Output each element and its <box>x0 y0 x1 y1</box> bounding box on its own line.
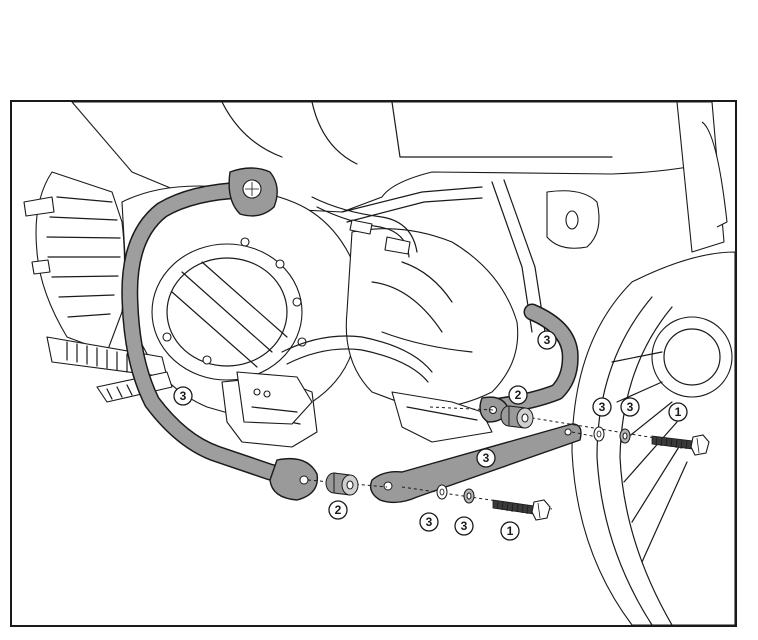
svg-text:2: 2 <box>515 388 522 402</box>
callout-bracket: 3 <box>476 448 496 468</box>
svg-text:3: 3 <box>627 400 634 414</box>
callout-bolt-lower: 1 <box>500 521 520 541</box>
svg-text:3: 3 <box>599 400 606 414</box>
assembly-diagram-frame: 3 3 3 2 2 3 3 1 3 3 1 <box>10 100 737 627</box>
washers-front <box>593 426 631 444</box>
lower-bracket <box>369 423 582 504</box>
assembly-diagram: 3 3 3 2 2 3 3 1 3 3 1 <box>23 102 735 625</box>
svg-text:3: 3 <box>180 389 187 403</box>
callout-spacer-upper: 2 <box>508 385 528 405</box>
spacer-lower <box>325 472 359 496</box>
svg-text:3: 3 <box>426 515 433 529</box>
callout-spacer-lower: 2 <box>328 500 348 520</box>
svg-text:3: 3 <box>544 333 551 347</box>
bolt-lower <box>492 499 551 521</box>
svg-text:3: 3 <box>483 451 490 465</box>
svg-text:1: 1 <box>675 405 682 419</box>
bolt-front <box>651 434 710 456</box>
callout-guard-main: 3 <box>173 386 193 406</box>
callout-washer-front-a: 3 <box>592 397 612 417</box>
callout-washer-lower-b: 3 <box>454 516 474 536</box>
svg-text:2: 2 <box>335 503 342 517</box>
crash-bar-rear <box>479 303 579 423</box>
svg-text:1: 1 <box>507 524 514 538</box>
front-wheel <box>571 102 735 625</box>
spacer-upper <box>500 405 534 429</box>
callout-bolt-front: 1 <box>668 402 688 422</box>
callout-washer-lower-a: 3 <box>419 512 439 532</box>
frame-tubes <box>281 335 433 383</box>
svg-text:3: 3 <box>461 519 468 533</box>
callout-guard-rear: 3 <box>537 330 557 350</box>
crash-bar-main <box>121 167 319 501</box>
washers-lower <box>436 484 475 504</box>
callout-washer-front-b: 3 <box>620 397 640 417</box>
